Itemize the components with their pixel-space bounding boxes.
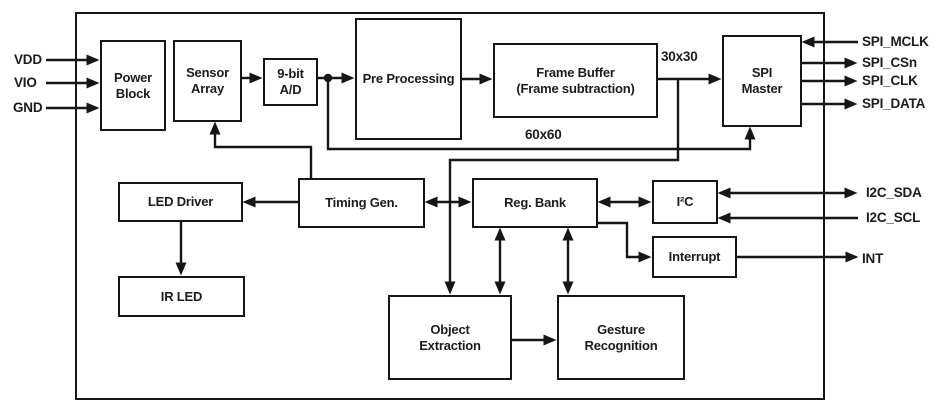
block-i2c: I²C (652, 180, 718, 224)
block-interrupt: Interrupt (652, 236, 737, 278)
block-reg-bank: Reg. Bank (472, 178, 598, 228)
chip-boundary (75, 12, 825, 400)
block-frame-buffer: Frame Buffer (Frame subtraction) (493, 43, 658, 118)
junction-dot (323, 73, 333, 83)
pin-label-vdd: VDD (14, 52, 42, 67)
pin-label-gnd: GND (13, 100, 43, 115)
block-object-extraction: Object Extraction (388, 295, 512, 380)
pin-label-spi-data: SPI_DATA (862, 96, 926, 111)
block-led-driver: LED Driver (118, 182, 243, 222)
block-sensor-array: Sensor Array (173, 40, 242, 122)
block-gesture-recognition: Gesture Recognition (557, 295, 685, 380)
block-power: Power Block (100, 40, 166, 131)
block-adc: 9-bit A/D (263, 58, 318, 106)
block-ir-led: IR LED (118, 276, 245, 317)
annotation-60x60: 60x60 (525, 127, 562, 142)
annotation-30x30: 30x30 (661, 49, 698, 64)
block-spi-master: SPI Master (722, 35, 802, 127)
pin-label-spi-clk: SPI_CLK (862, 73, 918, 88)
pin-label-i2c-sda: I2C_SDA (866, 185, 922, 200)
pin-label-int: INT (862, 251, 884, 266)
wire-regbank-to-interrupt (598, 221, 652, 263)
pin-label-vio: VIO (14, 75, 37, 90)
pin-label-spi-mclk: SPI_MCLK (862, 34, 929, 49)
block-pre-processing: Pre Processing (355, 18, 462, 140)
wire-60x60-to-spi (326, 78, 756, 151)
pin-label-i2c-scl: I2C_SCL (866, 210, 921, 225)
wire-framebuffer-to-object-extraction (444, 79, 680, 295)
block-timing-gen: Timing Gen. (298, 178, 425, 228)
pin-label-spi-csn: SPI_CSn (862, 55, 917, 70)
wire-timing-to-sensor-array (209, 121, 313, 178)
